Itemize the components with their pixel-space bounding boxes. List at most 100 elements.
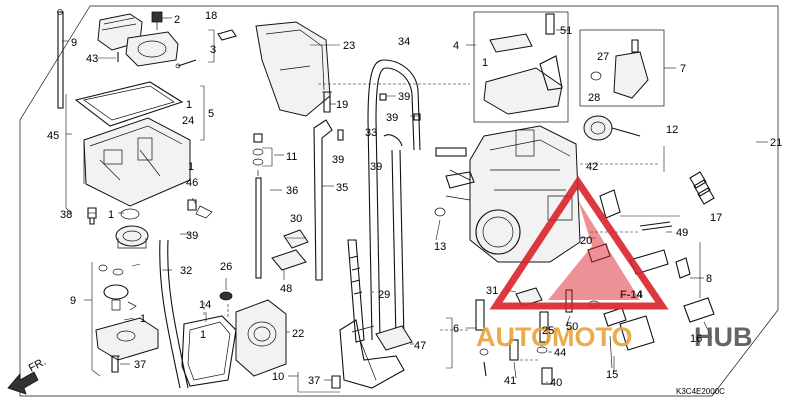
leader-lines — [62, 17, 768, 383]
callout-39-hose: 39 — [370, 161, 382, 173]
part-drain-tube-32 — [159, 239, 189, 389]
assembly-frame — [19, 5, 779, 397]
callout-21: 21 — [770, 137, 782, 149]
part-pump-diaphragm-set — [98, 264, 137, 311]
part-fittings-13 — [434, 147, 475, 217]
part-vent-hose-34 — [367, 59, 421, 341]
watermark-shield — [489, 175, 669, 310]
callout-18: 18 — [205, 10, 217, 22]
part-bolt-19 — [322, 91, 332, 113]
callout-43: 43 — [86, 53, 98, 65]
callout-1-top-cover: 1 — [482, 57, 488, 69]
callout-40: 40 — [550, 377, 562, 389]
callout-37-right: 37 — [308, 375, 320, 387]
callout-36: 36 — [286, 185, 298, 197]
callout-23: 23 — [343, 40, 355, 52]
callout-3: 3 — [210, 44, 216, 56]
callout-24: 24 — [182, 115, 194, 127]
part-screw-set-6 — [475, 299, 489, 377]
part-throttle-link-29 — [347, 239, 365, 343]
callout-28: 28 — [588, 92, 600, 104]
callout-11: 11 — [286, 151, 297, 163]
part-linkage-arm-10 — [339, 319, 405, 389]
part-gasket-14 — [181, 315, 237, 387]
part-hose-clip-39 — [379, 93, 421, 121]
callout-19: 19 — [336, 99, 348, 111]
front-direction-arrow: FR. — [7, 356, 48, 395]
callout-44: 44 — [554, 347, 566, 359]
part-throttle-shaft-35 — [313, 119, 333, 281]
callout-12: 12 — [666, 124, 678, 136]
callout-1-pump: 1 — [140, 313, 146, 325]
part-cap-screw — [151, 11, 163, 30]
part-float-chamber-gasket — [74, 81, 184, 127]
part-float-screw-46 — [187, 199, 197, 211]
part-spring-49 — [639, 221, 673, 231]
callout-49: 49 — [676, 227, 688, 239]
part-spring-12 — [689, 171, 715, 205]
callout-26: 26 — [220, 261, 232, 273]
callout-27: 27 — [597, 51, 609, 63]
callout-32: 32 — [180, 265, 192, 277]
callout-labels: 2 18 9 43 3 23 34 4 51 1 27 7 28 1 24 5 … — [47, 10, 782, 389]
callout-41: 41 — [504, 375, 516, 387]
callout-39-tube: 39 — [186, 230, 198, 242]
callout-35: 35 — [336, 182, 348, 194]
callout-9-top: 9 — [71, 37, 77, 49]
callout-1-gasket: 1 — [186, 99, 192, 111]
callout-50: 50 — [566, 321, 578, 333]
callout-9-pump: 9 — [70, 295, 76, 307]
part-rod-9 — [57, 9, 64, 109]
part-float-valve-1 — [120, 205, 213, 220]
callout-37-left: 37 — [134, 359, 146, 371]
part-fitting-31 — [515, 287, 543, 307]
part-pump-cover — [95, 317, 159, 361]
part-washer-44 — [536, 346, 548, 354]
part-pilot-jet-25 — [539, 311, 549, 343]
part-washer-26 — [219, 291, 233, 301]
part-throttle-bracket-7 — [579, 29, 665, 107]
callout-25: 25 — [542, 325, 554, 337]
callout-13: 13 — [434, 241, 446, 253]
front-marker-text: FR. — [27, 356, 48, 375]
part-jet-holder-48 — [271, 249, 307, 271]
part-top-cover-assembly-4 — [473, 11, 569, 123]
watermark-shield-inner — [548, 200, 640, 300]
part-screw-37-left — [110, 355, 120, 373]
callout-29: 29 — [378, 289, 390, 301]
part-drain-plug-38 — [87, 207, 97, 225]
part-small-bolt-18 — [217, 29, 237, 41]
callout-1-valve: 1 — [108, 209, 114, 221]
part-throttle-cover-23 — [255, 21, 331, 117]
callout-34: 34 — [398, 36, 410, 48]
part-carburetor-top-cap — [97, 13, 179, 67]
callout-39-mid: 39 — [386, 112, 398, 124]
part-float-chamber — [83, 117, 191, 207]
callout-45: 45 — [47, 130, 59, 142]
part-pin-3 — [175, 59, 197, 69]
part-hose-33 — [337, 129, 403, 147]
part-jet-holder-30 — [283, 229, 309, 249]
part-jet-41 — [509, 339, 519, 361]
part-adjuster-16 — [683, 297, 715, 323]
part-diaphragm-cover — [115, 225, 149, 249]
callout-39-left: 39 — [332, 154, 344, 166]
part-screw-37-right — [331, 375, 341, 389]
part-jet-40 — [541, 367, 553, 385]
callout-2: 2 — [174, 14, 180, 26]
callout-7: 7 — [680, 63, 686, 75]
callout-4: 4 — [453, 40, 459, 52]
callout-22: 22 — [292, 328, 304, 340]
callout-17: 17 — [710, 212, 722, 224]
callout-6: 6 — [453, 323, 459, 335]
callout-5: 5 — [208, 108, 214, 120]
callout-1-float: 1 — [188, 161, 194, 173]
watermark: AUTOMOTO HUB — [476, 175, 753, 352]
callout-16: 16 — [690, 333, 702, 345]
watermark-text-primary: AUTOMOTO — [476, 322, 633, 352]
callout-33: 33 — [365, 127, 377, 139]
part-screw-20 — [587, 243, 611, 263]
callout-8: 8 — [706, 273, 712, 285]
callout-39-upper: 39 — [398, 91, 410, 103]
